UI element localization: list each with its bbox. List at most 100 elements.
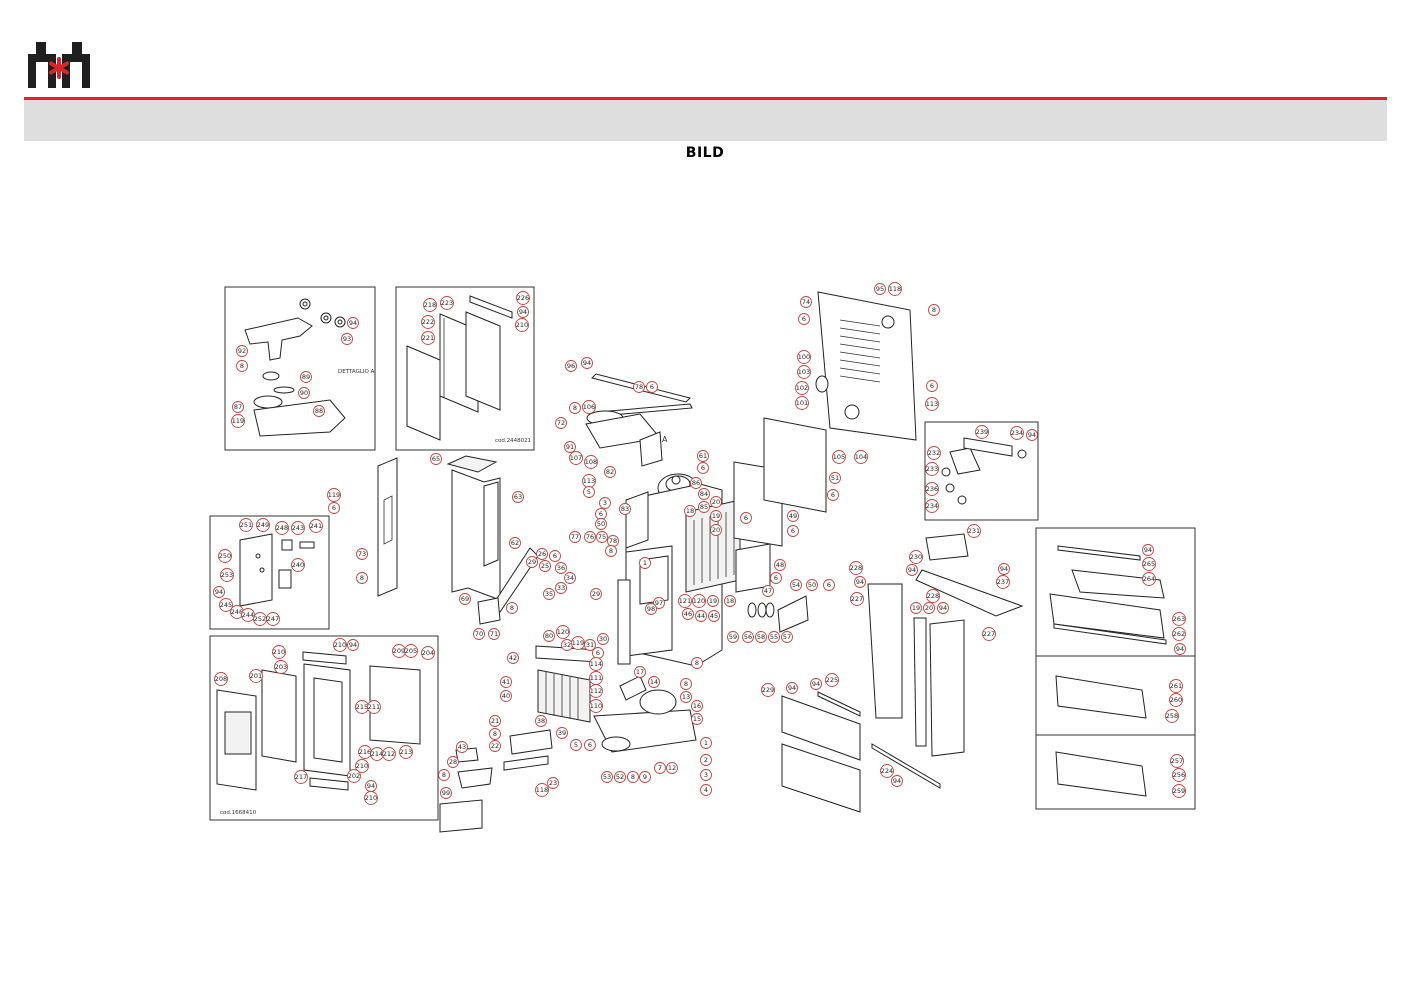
part-callout: 264 [1142,572,1156,586]
part-callout: 25 [539,560,551,572]
part-callout-label: 101 [796,399,808,407]
door-parts [216,651,421,791]
part-callout: 232 [927,446,941,460]
part-callout: 14 [648,676,660,688]
part-callout-label: 52 [616,773,624,781]
header-grey-bar [24,100,1387,141]
part-callout-label: 71 [490,630,498,638]
part-callout-label: 247 [267,615,279,623]
part-callout: 19 [710,510,722,522]
part-callout: 50 [806,579,818,591]
part-callout-label: 94 [788,684,796,692]
part-callout: 225 [825,673,839,687]
part-callout-label: 201 [250,672,262,680]
part-callout-label: 89 [302,373,310,381]
part-callout: 91 [564,441,576,453]
part-callout: 50 [595,518,607,530]
part-callout: 229 [761,683,775,697]
part-callout-label: 95 [876,285,884,293]
part-callout-label: 119 [328,491,340,499]
part-callout-label: 224 [881,767,893,775]
part-callout: 90 [298,387,310,399]
part-callout: 2 [700,754,712,766]
part-callout-label: 19 [709,597,717,605]
part-callout-label: 28 [449,758,457,766]
part-callout: 251 [239,518,253,532]
part-callout: 69 [459,593,471,605]
part-callout: 8 [236,360,248,372]
part-callout: 94 [1174,643,1186,655]
part-callout-label: 51 [831,474,839,482]
part-callout: 240 [291,558,305,572]
part-callout-label: 100 [798,353,810,361]
part-callout: 119 [231,414,245,428]
part-callout: 34 [564,572,576,584]
part-callout-label: 107 [570,454,582,462]
part-callout: 202 [347,769,361,783]
page-title: BILD [685,145,725,161]
part-callout: 49 [787,510,799,522]
part-callout: 113 [925,397,939,411]
part-callout-label: 94 [583,359,591,367]
part-callout-label: 104 [855,453,867,461]
part-callout: 226 [516,291,530,305]
part-callout-label: 111 [590,674,602,682]
part-callout-label: 229 [762,686,774,694]
part-callout-label: 234 [926,502,938,510]
inset-note-detail: DETTAGLIO A [338,369,375,375]
part-callout: 82 [604,466,616,478]
part-callout-label: 99 [442,789,450,797]
part-callout-label: 19 [912,604,920,612]
part-callout-label: 259 [1173,787,1185,795]
glass-door-parts [406,295,513,441]
part-callout-label: 20 [712,498,720,506]
bracket-54 [777,595,809,633]
electronics-parts [239,533,315,607]
part-callout: 119 [327,488,341,502]
inset-frame-glass-door [395,286,535,451]
part-callout-label: 251 [240,521,252,529]
part-callout-label: 249 [257,521,269,529]
part-callout-label: 45 [710,612,718,620]
part-callout: 88 [313,405,325,417]
part-callout: 3 [700,769,712,781]
part-callout-label: 94 [349,319,357,327]
part-callout: 6 [926,380,938,392]
part-callout-label: 38 [537,717,545,725]
part-callout-label: 9 [643,773,647,781]
part-callout: 118 [535,783,549,797]
part-callout-label: 120 [557,628,569,636]
part-callout-label: 63 [514,493,522,501]
part-callout-label: 94 [908,566,916,574]
part-callout: 73 [356,548,368,560]
part-callout: 6 [328,502,340,514]
part-callout-label: 6 [596,649,600,657]
part-callout: 208 [214,672,228,686]
part-callout: 87 [232,401,244,413]
part-callout: 6 [770,572,782,584]
detail-marker: A [662,435,668,444]
part-callout: 20 [710,496,722,508]
part-callout-label: 228 [927,592,939,600]
rear-vented-panel [815,291,917,441]
part-callout: 118 [888,282,902,296]
part-callout: 265 [1142,557,1156,571]
part-callout-label: 31 [586,641,594,649]
part-callout: 256 [1172,768,1186,782]
part-callout: 15 [691,713,703,725]
part-callout-label: 103 [798,368,810,376]
part-callout: 241 [309,519,323,533]
part-callout-label: 110 [590,702,602,710]
part-callout: 244 [241,608,255,622]
part-callout: 106 [582,400,596,414]
part-callout: 211 [367,700,381,714]
part-callout: 236 [925,482,939,496]
part-callout: 119 [571,636,585,650]
part-callout: 203 [274,660,288,674]
part-callout: 85 [698,501,710,513]
part-callout-label: 6 [930,382,934,390]
part-callout: 6 [798,313,810,325]
part-callout: 58 [755,631,767,643]
part-callout: 237 [996,575,1010,589]
part-callout-label: 213 [400,748,412,756]
